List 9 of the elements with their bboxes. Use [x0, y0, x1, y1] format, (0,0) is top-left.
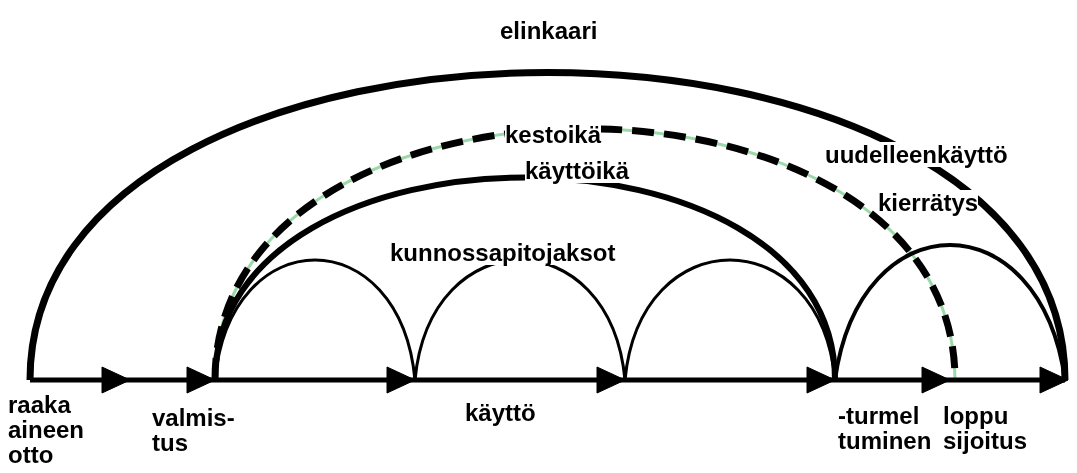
arc-label: kunnossapitojaksot — [390, 240, 616, 265]
stage-label: valmis- tus — [152, 405, 232, 455]
stage-label: -turmel tuminen — [838, 403, 933, 453]
stage-label: raaka aineen otto — [8, 392, 86, 467]
arc-label: käyttöikä — [525, 158, 630, 183]
stage-label: käyttö — [465, 400, 536, 425]
stage-label: loppu sijoitus — [943, 403, 1028, 453]
arc-label: kierrätys — [878, 190, 979, 215]
arc-label: uudelleenkäyttö — [825, 142, 1008, 167]
